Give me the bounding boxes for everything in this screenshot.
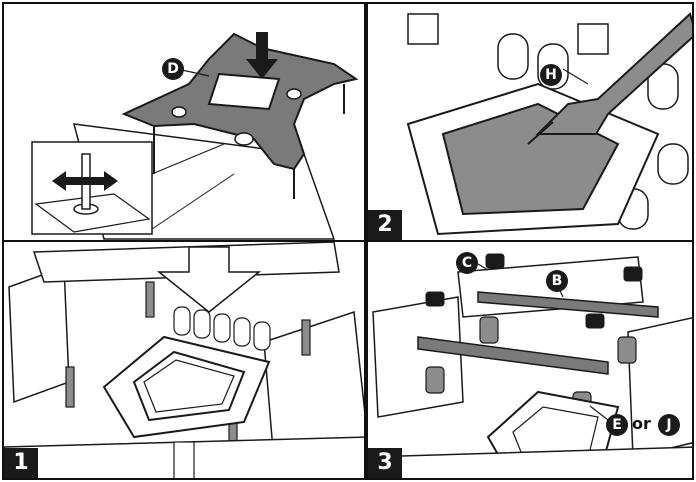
callout-c: C — [456, 252, 478, 274]
callout-j: J — [658, 414, 680, 436]
down-arrow-icon — [246, 32, 278, 79]
callout-h: H — [540, 64, 562, 86]
mounting-bar-upper — [477, 291, 659, 318]
paste-syringe — [535, 12, 692, 135]
double-arrow-icon — [52, 171, 118, 191]
step-number: 1 — [4, 448, 38, 478]
panel-mount-bars: C B E or J 3 — [366, 240, 694, 480]
paste-illustration — [406, 12, 692, 236]
or-label: or — [632, 414, 651, 433]
callout-e: E — [606, 414, 628, 436]
step-number: 2 — [368, 210, 402, 240]
mount-bars-illustration — [368, 253, 692, 478]
motherboard-illustration — [4, 242, 364, 478]
callout-b: B — [546, 270, 568, 292]
panel-thermal-paste: H 2 — [366, 2, 694, 242]
down-arrow-icon — [156, 246, 262, 313]
bracket-illustration — [31, 32, 359, 240]
panel-motherboard: 1 — [2, 240, 366, 480]
callout-d: D — [162, 58, 184, 80]
step-number: 3 — [368, 448, 402, 478]
panel-bracket-mount: D — [2, 2, 366, 242]
mounting-bar-lower — [417, 336, 609, 375]
